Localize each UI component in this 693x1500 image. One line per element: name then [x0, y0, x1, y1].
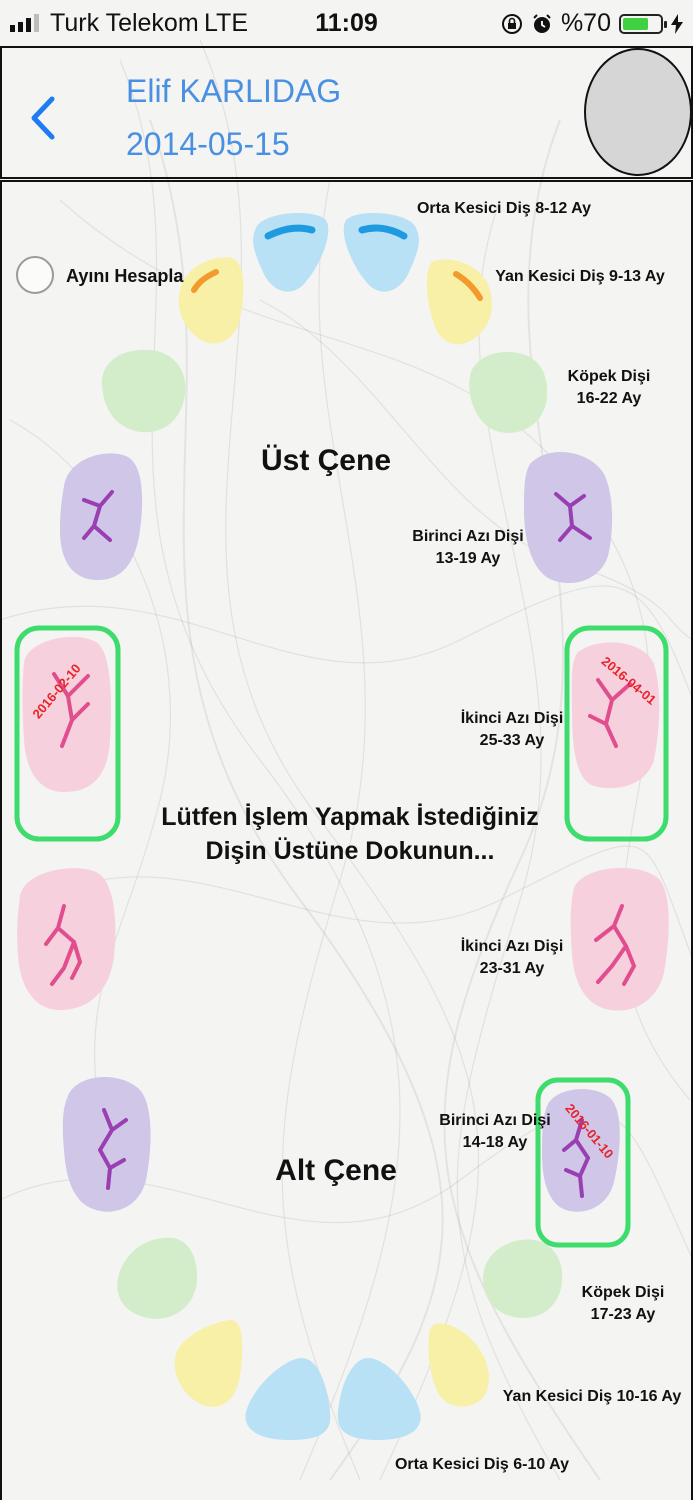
tooth-lower-canine-right[interactable]	[483, 1239, 563, 1318]
tooth-upper-canine-left[interactable]	[101, 349, 186, 433]
label-upper-lateral: Yan Kesici Diş 9-13 Ay	[495, 268, 665, 285]
clock-time: 11:09	[315, 9, 378, 37]
label-lower-lateral: Yan Kesici Diş 10-16 Ay	[502, 1388, 682, 1405]
selected-outline-upper-second-molar-right	[564, 625, 669, 842]
teeth-panel	[0, 180, 693, 1500]
tooth-mark	[191, 269, 219, 293]
label-upper-second-molar: İkinci Azı Dişi 25-33 Ay	[452, 708, 572, 752]
tooth-upper-central-left[interactable]	[253, 213, 329, 292]
tooth-lower-central-right[interactable]	[337, 1358, 421, 1440]
tooth-mark	[98, 1108, 128, 1190]
carrier-name: Turk Telekom	[50, 9, 199, 37]
tooth-lower-first-molar-left[interactable]	[62, 1077, 151, 1212]
label-lower-central: Orta Kesici Diş 6-10 Ay	[394, 1456, 569, 1473]
selected-outline-upper-second-molar-left	[14, 625, 121, 842]
tooth-mark	[554, 492, 592, 542]
label-line: 14-18 Ay	[462, 1134, 528, 1151]
instruction-text: Lütfen İşlem Yapmak İstediğiniz Dişin Üs…	[120, 800, 580, 868]
tooth-lower-canine-left[interactable]	[117, 1237, 197, 1319]
battery-percent: %70	[560, 9, 611, 37]
charging-bolt-icon	[671, 13, 683, 34]
label-line: İkinci Azı Dişi	[460, 710, 564, 727]
label-upper-canine: Köpek Dişi 16-22 Ay	[554, 366, 664, 410]
tooth-upper-first-molar-right[interactable]	[524, 451, 613, 583]
label-lower-second-molar: İkinci Azı Dişi 23-31 Ay	[452, 936, 572, 980]
alarm-icon	[533, 13, 551, 33]
back-button[interactable]	[24, 93, 64, 143]
tooth-lower-second-molar-left[interactable]	[17, 868, 116, 1010]
label-upper-first-molar: Birinci Azı Dişi 13-19 Ay	[408, 526, 528, 570]
tooth-mark	[594, 904, 636, 986]
label-lower-canine: Köpek Dişi 17-23 Ay	[568, 1282, 678, 1326]
chevron-left-icon	[31, 96, 55, 140]
tooth-lower-lateral-left[interactable]	[174, 1319, 243, 1407]
label-line: 13-19 Ay	[435, 550, 501, 567]
status-bar: Turk Telekom LTE 11:09 %70	[0, 0, 693, 46]
avatar[interactable]	[584, 48, 692, 176]
tooth-lower-central-left[interactable]	[245, 1358, 331, 1440]
tooth-lower-lateral-right[interactable]	[428, 1323, 489, 1407]
instruction-line-1: Lütfen İşlem Yapmak İstediğiniz	[161, 803, 539, 831]
signal-icon	[10, 14, 39, 32]
tooth-upper-lateral-left[interactable]	[178, 257, 244, 344]
label-line: 23-31 Ay	[479, 960, 545, 977]
tooth-mark	[82, 490, 114, 542]
label-line: Köpek Dişi	[581, 1284, 665, 1301]
birth-date: 2014-05-15	[126, 126, 290, 162]
profile-header: Elif KARLIDAG 2014-05-15	[0, 46, 693, 179]
battery-fill	[623, 17, 649, 30]
selected-outline-lower-first-molar-right	[535, 1077, 631, 1248]
rotation-lock-icon	[501, 13, 522, 34]
calculate-month-label: Ayını Hesapla	[66, 266, 184, 286]
label-upper-central: Orta Kesici Diş 8-12 Ay	[416, 200, 591, 217]
tooth-mark	[44, 904, 82, 986]
label-line: 25-33 Ay	[479, 732, 545, 749]
instruction-line-2: Dişin Üstüne Dokunun...	[205, 837, 495, 865]
child-name: Elif KARLIDAG	[126, 73, 342, 109]
battery-icon	[619, 13, 667, 34]
label-line: İkinci Azı Dişi	[460, 938, 564, 955]
tooth-upper-first-molar-left[interactable]	[60, 453, 143, 580]
tooth-upper-second-molar-right[interactable]	[571, 642, 660, 789]
status-right: %70	[501, 9, 683, 38]
tooth-mark	[588, 678, 632, 748]
label-line: Birinci Azı Dişi	[439, 1112, 551, 1129]
tooth-mark	[358, 224, 408, 240]
tooth-upper-canine-right[interactable]	[469, 352, 548, 433]
lower-jaw-title: Alt Çene	[275, 1154, 397, 1187]
label-line: Köpek Dişi	[567, 368, 651, 385]
tooth-upper-lateral-right[interactable]	[426, 259, 492, 345]
label-line: 16-22 Ay	[576, 390, 642, 407]
tooth-mark	[562, 1118, 590, 1198]
calculate-month-radio[interactable]	[16, 256, 54, 294]
label-line: 17-23 Ay	[590, 1306, 656, 1323]
label-line: Birinci Azı Dişi	[412, 528, 524, 545]
tooth-mark	[52, 672, 90, 748]
tooth-mark	[264, 224, 316, 240]
tooth-mark	[453, 271, 483, 301]
label-lower-first-molar: Birinci Azı Dişi 14-18 Ay	[430, 1110, 560, 1154]
upper-jaw-title: Üst Çene	[260, 444, 392, 477]
network-type: LTE	[204, 9, 248, 37]
